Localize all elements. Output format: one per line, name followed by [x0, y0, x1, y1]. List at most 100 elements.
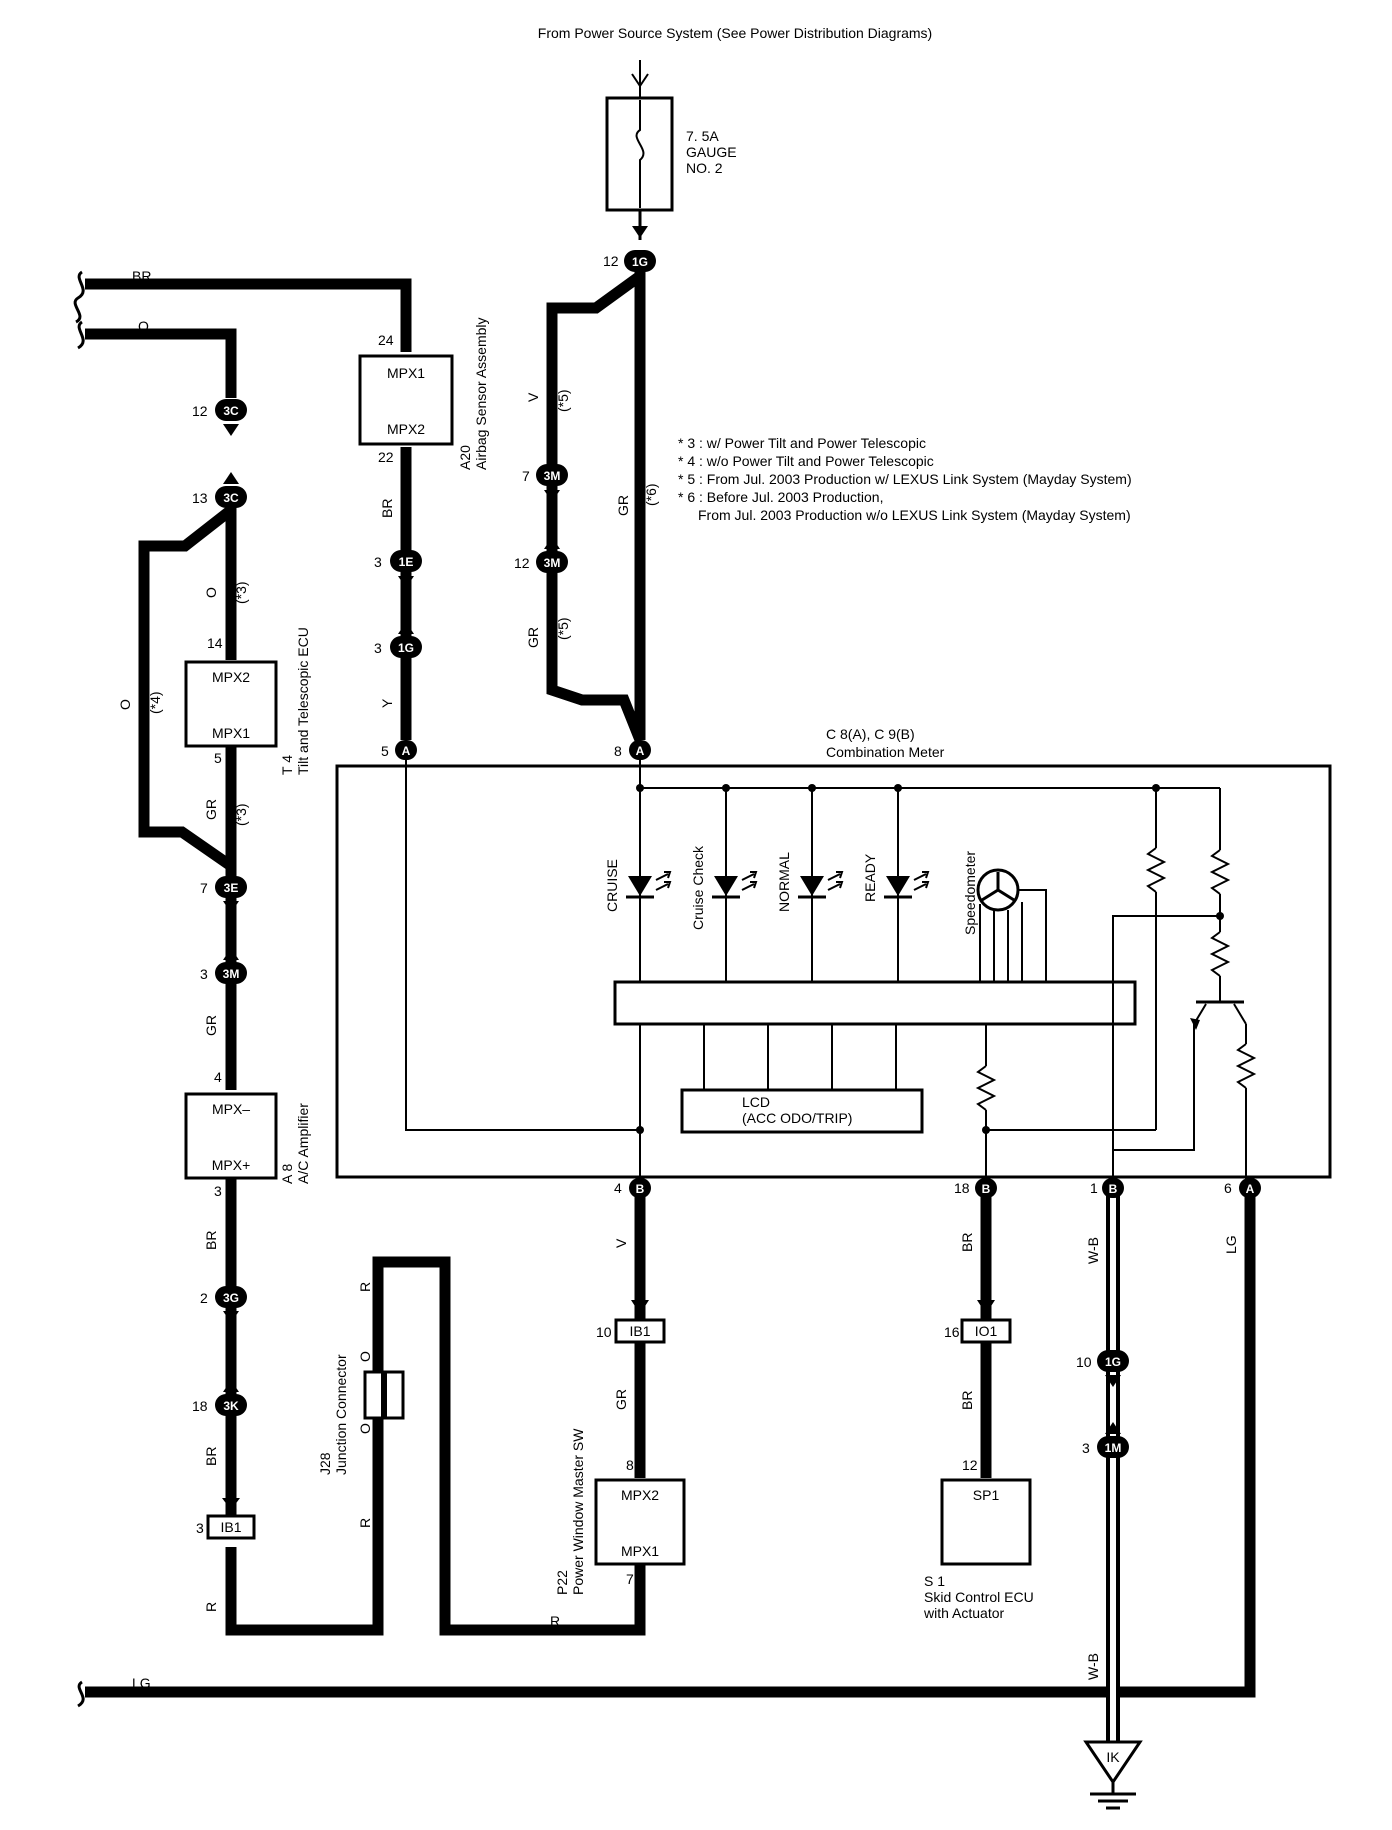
- ac-bottom-pin: MPX+: [212, 1157, 251, 1173]
- svg-text:W-B: W-B: [1085, 1237, 1101, 1264]
- notes: * 3 : w/ Power Tilt and Power Telescopic…: [678, 435, 1132, 523]
- svg-text:LG: LG: [132, 1675, 151, 1691]
- connector-1G-top: 1G: [624, 250, 656, 272]
- wire-br-top: [85, 278, 412, 352]
- svg-text:3: 3: [374, 554, 382, 570]
- led-ready-icon: [884, 871, 930, 899]
- connector-1M: 1M: [1097, 1436, 1129, 1458]
- svg-text:4: 4: [214, 1069, 222, 1085]
- svg-text:BR: BR: [959, 1391, 975, 1410]
- svg-text:12: 12: [192, 403, 208, 419]
- svg-text:3: 3: [214, 1183, 222, 1199]
- svg-text:B: B: [636, 1182, 645, 1196]
- connector-3C-13: 3C: [215, 486, 247, 508]
- connector-A8: A: [629, 740, 651, 760]
- ground-label: IK: [1106, 1749, 1120, 1765]
- power-window-master-sw: MPX2 MPX1 P22 Power Window Master SW: [554, 1428, 686, 1595]
- wire-o-bypass: [138, 505, 235, 871]
- svg-text:BR: BR: [959, 1233, 975, 1252]
- svg-text:4: 4: [614, 1180, 622, 1196]
- svg-text:BR: BR: [203, 1447, 219, 1466]
- note-6: * 6 : Before Jul. 2003 Production,: [678, 489, 883, 505]
- meter-title-1: C 8(A), C 9(B): [826, 726, 915, 742]
- connector-1E: 1E: [390, 550, 422, 572]
- pwm-top-pin: MPX2: [621, 1487, 659, 1503]
- wire-v-gr-branch: [546, 271, 646, 743]
- note-5: * 5 : From Jul. 2003 Production w/ LEXUS…: [678, 471, 1132, 487]
- connector-B4: B: [629, 1178, 651, 1198]
- resistor-r2-icon: [1209, 849, 1231, 895]
- svg-text:B: B: [982, 1182, 991, 1196]
- tilt-code: T 4: [279, 755, 295, 775]
- tilt-telescopic-ecu: MPX2 MPX1 T 4 Tilt and Telescopic ECU: [184, 627, 311, 775]
- skid-name-2: with Actuator: [923, 1605, 1004, 1621]
- svg-text:18: 18: [954, 1180, 970, 1196]
- svg-text:(*5): (*5): [555, 389, 571, 412]
- connector-3M-12: 3M: [536, 551, 568, 573]
- tilt-name: Tilt and Telescopic ECU: [295, 627, 311, 775]
- svg-text:6: 6: [1224, 1180, 1232, 1196]
- svg-text:B: B: [1109, 1182, 1118, 1196]
- pwm-bottom-pin: MPX1: [621, 1543, 659, 1559]
- fuse: 7. 5A GAUGE NO. 2: [605, 60, 737, 240]
- connector-arrows: [223, 424, 1121, 1434]
- connector-3E: 3E: [215, 876, 247, 898]
- svg-text:O: O: [357, 1351, 373, 1362]
- svg-text:3C: 3C: [223, 491, 239, 505]
- indicator-ready: READY: [862, 853, 878, 902]
- svg-text:3G: 3G: [223, 1291, 239, 1305]
- svg-text:8: 8: [626, 1457, 634, 1473]
- svg-text:7: 7: [200, 880, 208, 896]
- connector-B1: B: [1102, 1178, 1124, 1198]
- svg-text:13: 13: [192, 490, 208, 506]
- svg-text:GR: GR: [525, 627, 541, 648]
- svg-text:3M: 3M: [223, 967, 240, 981]
- svg-text:3: 3: [374, 640, 382, 656]
- svg-text:IO1: IO1: [975, 1323, 998, 1339]
- skid-code: S 1: [924, 1573, 945, 1589]
- indicator-normal: NORMAL: [776, 852, 792, 912]
- svg-text:1G: 1G: [398, 641, 414, 655]
- svg-text:V: V: [525, 392, 541, 402]
- lcd-sub-label: (ACC ODO/TRIP): [742, 1110, 852, 1126]
- svg-text:BR: BR: [379, 499, 395, 518]
- thick-wires: [85, 262, 1256, 1698]
- svg-text:LG: LG: [1223, 1235, 1239, 1254]
- svg-text:R: R: [550, 1613, 560, 1629]
- ac-code: A 8: [279, 1164, 295, 1184]
- junction-name: Junction Connector: [333, 1354, 349, 1475]
- ac-top-pin: MPX–: [212, 1101, 250, 1117]
- svg-text:22: 22: [378, 449, 394, 465]
- svg-text:10: 10: [596, 1324, 612, 1340]
- svg-text:12: 12: [962, 1457, 978, 1473]
- svg-text:BR: BR: [203, 1231, 219, 1250]
- connector-3M-3: 3M: [215, 962, 247, 984]
- pwm-name: Power Window Master SW: [570, 1428, 586, 1595]
- note-6b: From Jul. 2003 Production w/o LEXUS Link…: [698, 507, 1131, 523]
- led-normal-icon: [798, 871, 844, 899]
- svg-text:1E: 1E: [399, 555, 414, 569]
- led-cruise-check-icon: [712, 871, 758, 899]
- connector-3G: 3G: [215, 1286, 247, 1308]
- header-text: From Power Source System (See Power Dist…: [538, 25, 932, 41]
- junction-code: J28: [317, 1452, 333, 1475]
- svg-text:GR: GR: [203, 1015, 219, 1036]
- svg-text:(*4): (*4): [147, 691, 163, 714]
- svg-text:16: 16: [944, 1324, 960, 1340]
- resistor-r1-icon: [1145, 847, 1167, 893]
- fuse-name-1: GAUGE: [686, 144, 737, 160]
- connector-IB1-3: IB1: [206, 1498, 256, 1540]
- connector-A5: A: [395, 740, 417, 760]
- combination-meter: C 8(A), C 9(B) Combination Meter: [335, 726, 1332, 1185]
- transistor-icon: [1113, 1000, 1257, 1185]
- svg-text:2: 2: [200, 1290, 208, 1306]
- connector-3K: 3K: [215, 1394, 247, 1416]
- svg-text:8: 8: [614, 743, 622, 759]
- tilt-top-pin: MPX2: [212, 669, 250, 685]
- svg-text:5: 5: [214, 750, 222, 766]
- svg-text:GR: GR: [613, 1389, 629, 1410]
- svg-text:7: 7: [522, 468, 530, 484]
- connector-A6: A: [1239, 1178, 1261, 1198]
- skid-control-ecu: SP1 S 1 Skid Control ECU with Actuator: [923, 1478, 1034, 1621]
- svg-text:(*3): (*3): [233, 581, 249, 604]
